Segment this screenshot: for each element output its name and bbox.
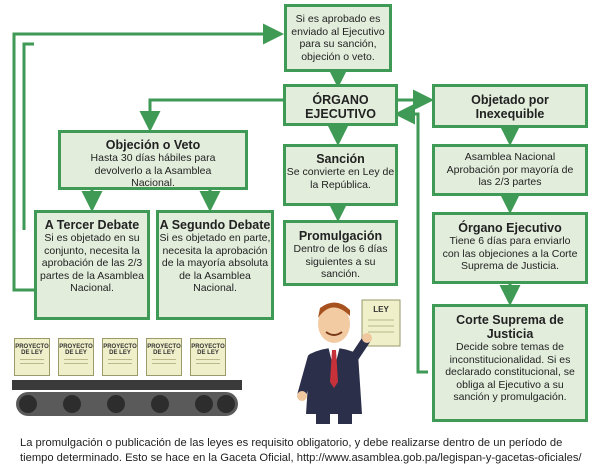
promulgacion-text: Dentro de los 6 días siguientes a su san… [293, 243, 388, 280]
conveyor-illustration: PROYECTO DE LEY PROYECTO DE LEY PROYECTO… [8, 330, 248, 426]
box-asamblea-nacional: Asamblea Nacional Aprobación por mayoría… [432, 144, 588, 196]
organo-ejecutivo-title: ÓRGANO EJECUTIVO [305, 93, 376, 121]
inexequible-title: Objetado por Inexequible [471, 93, 549, 121]
segundo-text: Si es objetado en parte, necesita la apr… [159, 232, 271, 294]
law-project-doc: PROYECTO DE LEY [58, 338, 94, 376]
segundo-title: A Segundo Debate [159, 218, 271, 232]
box-corte-suprema: Corte Suprema de Justicia Decide sobre t… [432, 304, 588, 422]
law-project-doc: PROYECTO DE LEY [190, 338, 226, 376]
law-project-doc: PROYECTO DE LEY [14, 338, 50, 376]
aprobado-text: Si es aprobado es enviado al Ejecutivo p… [291, 13, 385, 63]
corte-text: Decide sobre temas de inconstitucionalid… [445, 341, 575, 403]
businessman-illustration: LEY [297, 299, 401, 424]
tercer-text: Si es objetado en su conjunto, necesita … [40, 232, 144, 294]
arrow-organo-to-objecion [139, 98, 283, 132]
law-project-doc: PROYECTO DE LEY [146, 338, 182, 376]
box-sancion: Sanción Se convierte en Ley de la Repúbl… [283, 144, 398, 206]
sancion-text: Se convierte en Ley de la República. [286, 166, 395, 191]
arrow-corte-to-organo [394, 103, 428, 374]
tercer-title: A Tercer Debate [44, 218, 140, 232]
box-organo-ejecutivo: ÓRGANO EJECUTIVO [283, 84, 398, 126]
asamblea-text: Asamblea Nacional Aprobación por mayoría… [446, 151, 574, 188]
organo-ej-text: Tiene 6 días para enviarlo con las objec… [442, 235, 578, 272]
box-aprobado: Si es aprobado es enviado al Ejecutivo p… [284, 4, 392, 72]
conveyor-belt [12, 380, 242, 416]
footer-caption: La promulgación o publicación de las ley… [20, 437, 582, 464]
box-objetado-inexequible: Objetado por Inexequible [432, 84, 588, 128]
organo-ej-title: Órgano Ejecutivo [458, 221, 562, 235]
ley-sign-text: LEY [373, 305, 389, 314]
loop-arrow-inner [22, 42, 34, 230]
box-tercer-debate: A Tercer Debate Si es objetado en su con… [34, 210, 150, 320]
loop-arrow-to-aprobado [12, 23, 284, 292]
objecion-text: Hasta 30 días hábiles para devolverlo a … [90, 152, 216, 189]
corte-title: Corte Suprema de Justicia [456, 313, 564, 341]
promulgacion-title: Promulgación [298, 229, 383, 243]
box-promulgacion: Promulgación Dentro de los 6 días siguie… [283, 220, 398, 286]
objecion-title: Objeción o Veto [105, 138, 201, 152]
box-segundo-debate: A Segundo Debate Si es objetado en parte… [156, 210, 274, 320]
law-project-doc: PROYECTO DE LEY [102, 338, 138, 376]
box-organo-ejecutivo-plazo: Órgano Ejecutivo Tiene 6 días para envia… [432, 212, 588, 284]
box-objecion-veto: Objeción o Veto Hasta 30 días hábiles pa… [58, 130, 248, 190]
sancion-title: Sanción [316, 152, 365, 166]
